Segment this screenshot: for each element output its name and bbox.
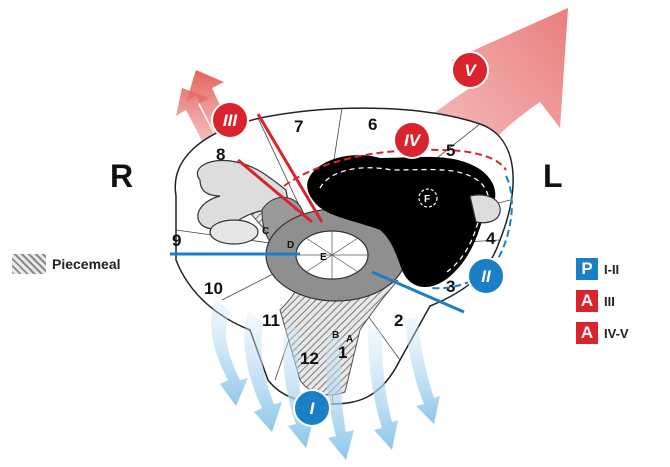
region-a: A bbox=[346, 334, 353, 345]
segment-1: 1 bbox=[338, 343, 347, 362]
roman-iv-badge: IV bbox=[394, 122, 430, 158]
segment-11: 11 bbox=[262, 311, 280, 330]
svg-text:III: III bbox=[223, 111, 238, 130]
svg-text:V: V bbox=[464, 61, 477, 80]
rib-head-right bbox=[210, 220, 258, 244]
segment-4: 4 bbox=[486, 229, 496, 248]
svg-text:II: II bbox=[481, 267, 492, 286]
segment-10: 10 bbox=[204, 279, 223, 298]
segment-12: 12 bbox=[300, 349, 319, 368]
region-b: B bbox=[332, 330, 339, 341]
region-c: C bbox=[262, 226, 269, 237]
roman-v-badge: V bbox=[452, 52, 488, 88]
segment-8: 8 bbox=[216, 145, 225, 164]
canal-spokes bbox=[296, 231, 368, 279]
segment-3: 3 bbox=[446, 277, 455, 296]
region-e: E bbox=[320, 252, 327, 263]
roman-ii-badge: II bbox=[468, 258, 504, 294]
roman-iii-badge: III bbox=[212, 102, 248, 138]
segment-5: 5 bbox=[446, 141, 455, 160]
region-f: F bbox=[424, 194, 430, 205]
segment-9: 9 bbox=[172, 231, 181, 250]
roman-i-badge: I bbox=[294, 390, 330, 426]
region-d: D bbox=[287, 240, 294, 251]
segment-2: 2 bbox=[394, 311, 403, 330]
svg-text:IV: IV bbox=[404, 131, 422, 150]
segment-6: 6 bbox=[368, 115, 377, 134]
segment-7: 7 bbox=[294, 117, 303, 136]
